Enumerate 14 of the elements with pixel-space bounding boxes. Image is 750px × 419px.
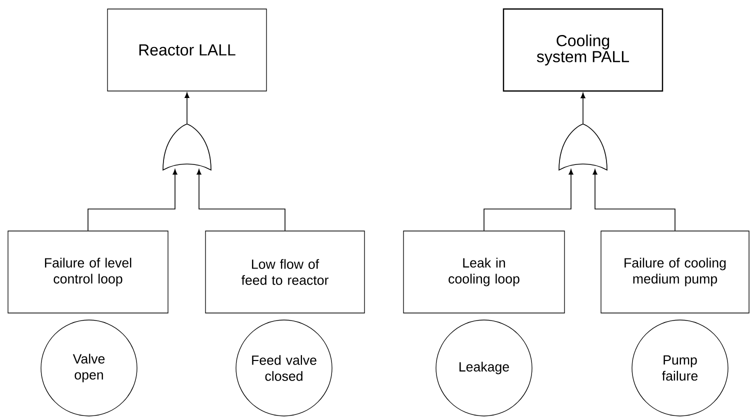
arrow	[184, 92, 190, 124]
arrow	[592, 169, 676, 232]
arrow	[580, 92, 586, 124]
event-box: Low flow of feed to reactor	[205, 230, 365, 314]
event-box: Leak in cooling loop	[403, 230, 565, 314]
event-box: Failure of cooling medium pump	[600, 230, 750, 314]
event-box: Reactor LALL	[107, 8, 267, 92]
arrow	[196, 169, 286, 232]
arrow	[88, 169, 178, 232]
arrow	[484, 169, 574, 232]
or-gate	[558, 124, 608, 170]
event-box: Cooling system PALL	[502, 8, 664, 92]
or-gate	[162, 124, 212, 170]
event-box: Failure of level control loop	[8, 230, 168, 314]
